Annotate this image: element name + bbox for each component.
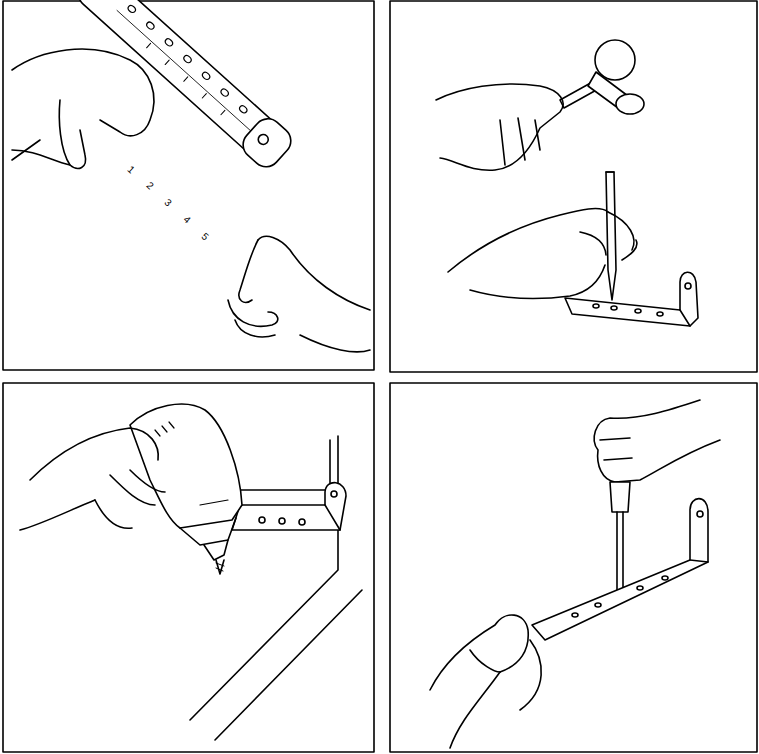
scale-number: 4: [181, 214, 192, 225]
left-hand: [12, 49, 154, 168]
screwdriver: [610, 482, 630, 596]
l-bracket: [532, 499, 708, 640]
panel-frame: [390, 383, 757, 752]
l-bracket: [565, 272, 698, 326]
panel-frame: [3, 1, 374, 370]
right-hand: [228, 236, 370, 352]
scale-number: 1: [125, 164, 136, 175]
metal-strip: [70, 0, 296, 173]
holding-hand: [430, 615, 541, 748]
panel-frame: [390, 1, 757, 372]
scale-number: 2: [144, 181, 155, 192]
l-bracket: [232, 483, 346, 530]
panel-frame: [3, 383, 374, 752]
drill-bit: [216, 560, 224, 574]
punch-hand: [448, 209, 637, 299]
drill-hand: [20, 428, 165, 530]
scale-number: 3: [163, 198, 174, 209]
center-punch: [606, 172, 616, 300]
hammer-hand: [436, 84, 563, 170]
hammer: [560, 40, 644, 114]
scale-number: 5: [200, 231, 211, 242]
electric-drill: [130, 404, 242, 560]
screwdriver-hand: [594, 400, 720, 482]
